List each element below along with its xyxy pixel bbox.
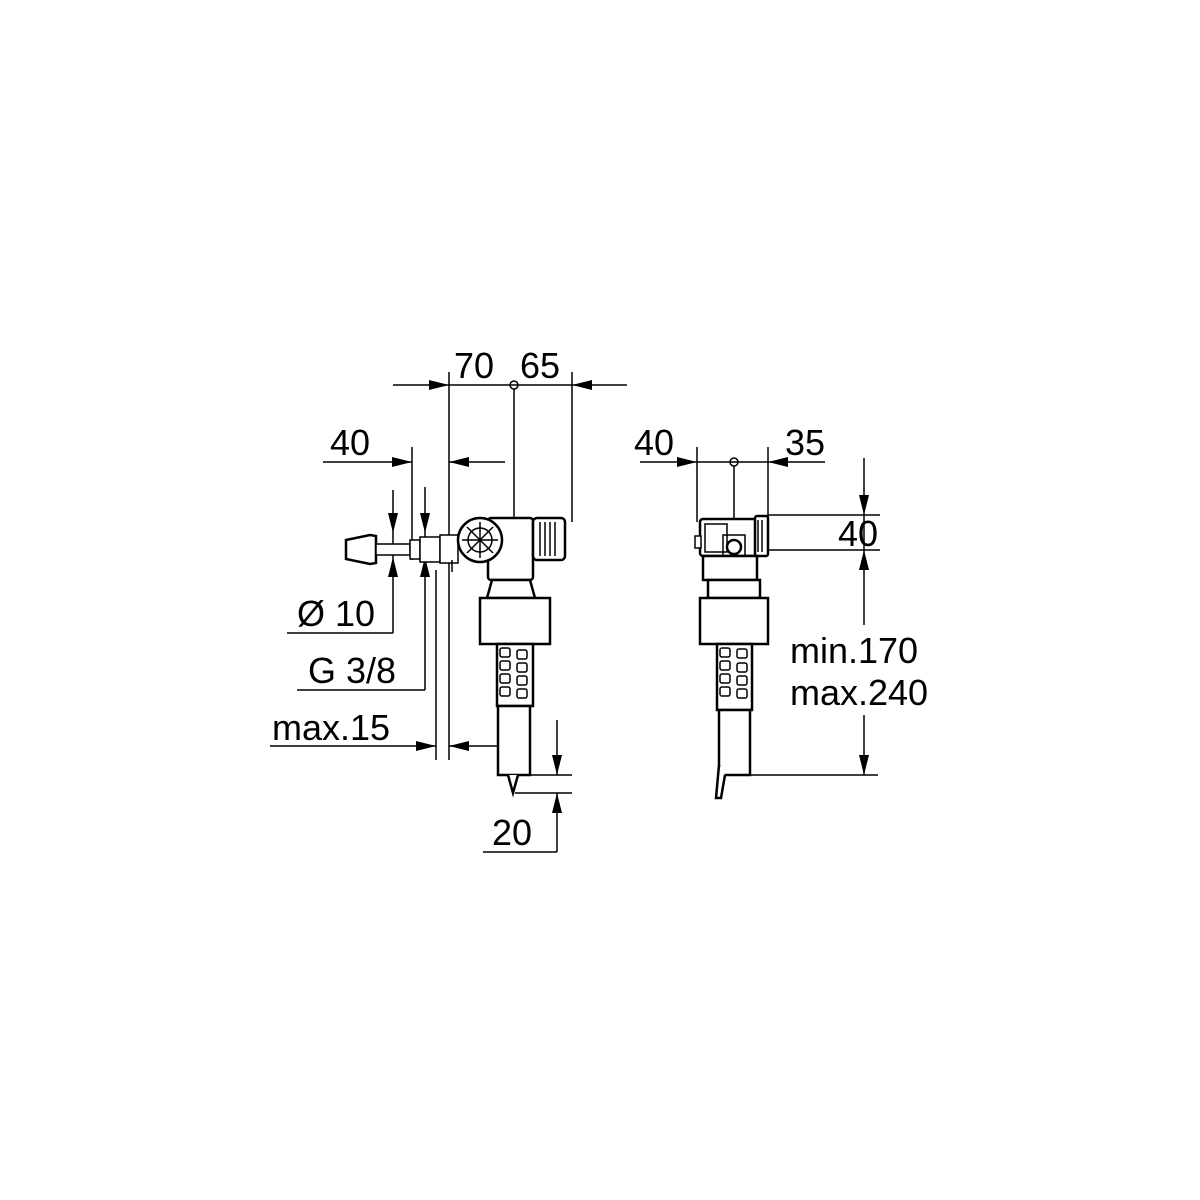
dim-thread-label: G 3/8 (308, 650, 396, 691)
side-dim-35-label: 35 (785, 422, 825, 463)
dim-20-label: 20 (492, 812, 532, 853)
dim-diameter-label: Ø 10 (297, 593, 375, 634)
dimension-lines (640, 447, 880, 776)
front-view: 70 65 40 Ø 10 G 3/8 max.15 20 (270, 345, 627, 853)
fill-valve-front (344, 516, 567, 798)
dim-max15-label: max.15 (272, 707, 390, 748)
dim-70-label: 70 (454, 345, 494, 386)
dim-40-label: 40 (330, 422, 370, 463)
dim-65-label: 65 (520, 345, 560, 386)
side-dim-min-label: min.170 (790, 630, 918, 671)
fill-valve-side (694, 514, 770, 800)
nozzle-cap (344, 533, 378, 566)
side-dim-max-label: max.240 (790, 672, 928, 713)
side-dim-head-label: 40 (838, 513, 878, 554)
side-view: 40 35 40 min.170 max.240 (634, 422, 928, 800)
side-dim-40-label: 40 (634, 422, 674, 463)
